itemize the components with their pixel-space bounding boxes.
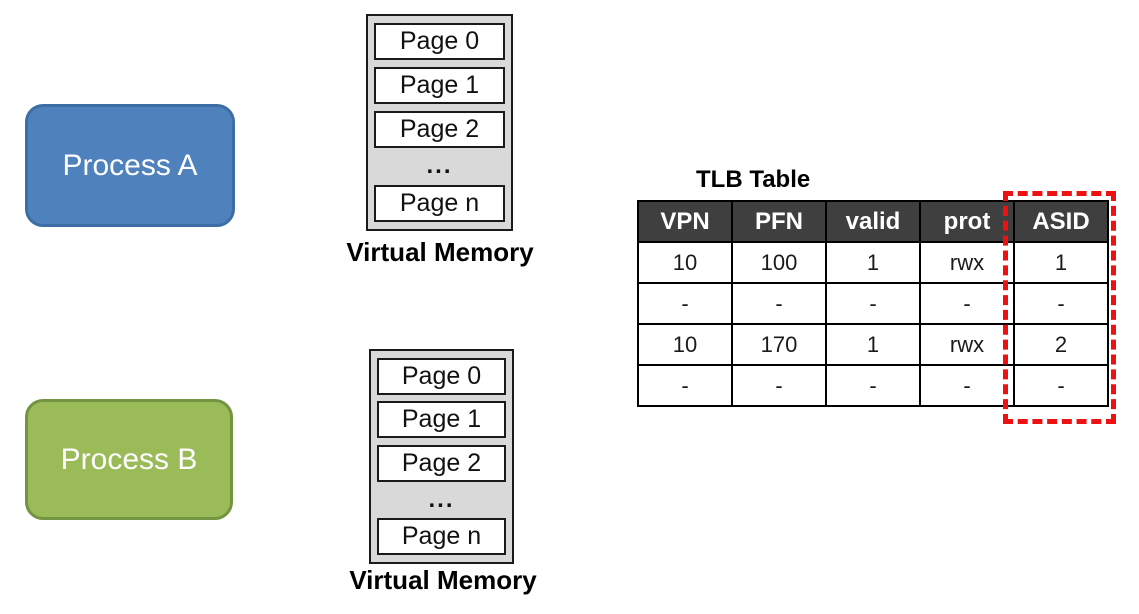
tlb-cell: -: [919, 364, 1015, 407]
tlb-header-pfn: PFN: [731, 200, 827, 243]
tlb-cell: -: [731, 364, 827, 407]
virtual-memory-stack-b: Page 0 Page 1 Page 2 ... Page n: [369, 349, 514, 564]
tlb-cell: 1: [825, 323, 921, 366]
tlb-cell: -: [637, 364, 733, 407]
page-box: Page 0: [374, 23, 505, 60]
tlb-cell: -: [919, 282, 1015, 325]
tlb-cell: 10: [637, 323, 733, 366]
tlb-cell: -: [1013, 364, 1109, 407]
process-b-box: Process B: [25, 399, 233, 520]
virtual-memory-label-b: Virtual Memory: [349, 565, 537, 595]
page-box: Page 2: [377, 444, 506, 482]
tlb-header-row: VPN PFN valid prot ASID: [637, 200, 1109, 243]
process-a-label: Process A: [62, 148, 198, 182]
tlb-cell: rwx: [919, 241, 1015, 284]
page-box: Page 1: [374, 66, 505, 104]
tlb-table: VPN PFN valid prot ASID 10 100 1 rwx 1 -…: [637, 200, 1109, 407]
tlb-table-title: TLB Table: [696, 166, 811, 193]
ellipsis: ...: [428, 485, 455, 513]
tlb-cell: 170: [731, 323, 827, 366]
ellipsis: ...: [426, 152, 453, 180]
virtual-memory-label-a: Virtual Memory: [346, 237, 534, 267]
page-box: Page 2: [374, 110, 505, 148]
tlb-cell: -: [637, 282, 733, 325]
page-box: Page 1: [377, 401, 506, 439]
process-b-label: Process B: [60, 442, 198, 476]
tlb-cell: 2: [1013, 323, 1109, 366]
process-a-box: Process A: [25, 104, 235, 227]
table-row: - - - - -: [637, 364, 1109, 407]
tlb-header-vpn: VPN: [637, 200, 733, 243]
page-box: Page n: [377, 518, 506, 555]
tlb-header-valid: valid: [825, 200, 921, 243]
table-row: 10 100 1 rwx 1: [637, 241, 1109, 284]
tlb-cell: 1: [825, 241, 921, 284]
page-box: Page 0: [377, 358, 506, 395]
page-box: Page n: [374, 185, 505, 222]
tlb-header-asid: ASID: [1013, 200, 1109, 243]
tlb-cell: -: [731, 282, 827, 325]
virtual-memory-stack-a: Page 0 Page 1 Page 2 ... Page n: [366, 14, 513, 231]
tlb-cell: 10: [637, 241, 733, 284]
tlb-cell: -: [825, 364, 921, 407]
tlb-cell: -: [825, 282, 921, 325]
table-row: - - - - -: [637, 282, 1109, 325]
tlb-cell: rwx: [919, 323, 1015, 366]
tlb-cell: 100: [731, 241, 827, 284]
tlb-cell: 1: [1013, 241, 1109, 284]
table-row: 10 170 1 rwx 2: [637, 323, 1109, 366]
tlb-cell: -: [1013, 282, 1109, 325]
tlb-header-prot: prot: [919, 200, 1015, 243]
